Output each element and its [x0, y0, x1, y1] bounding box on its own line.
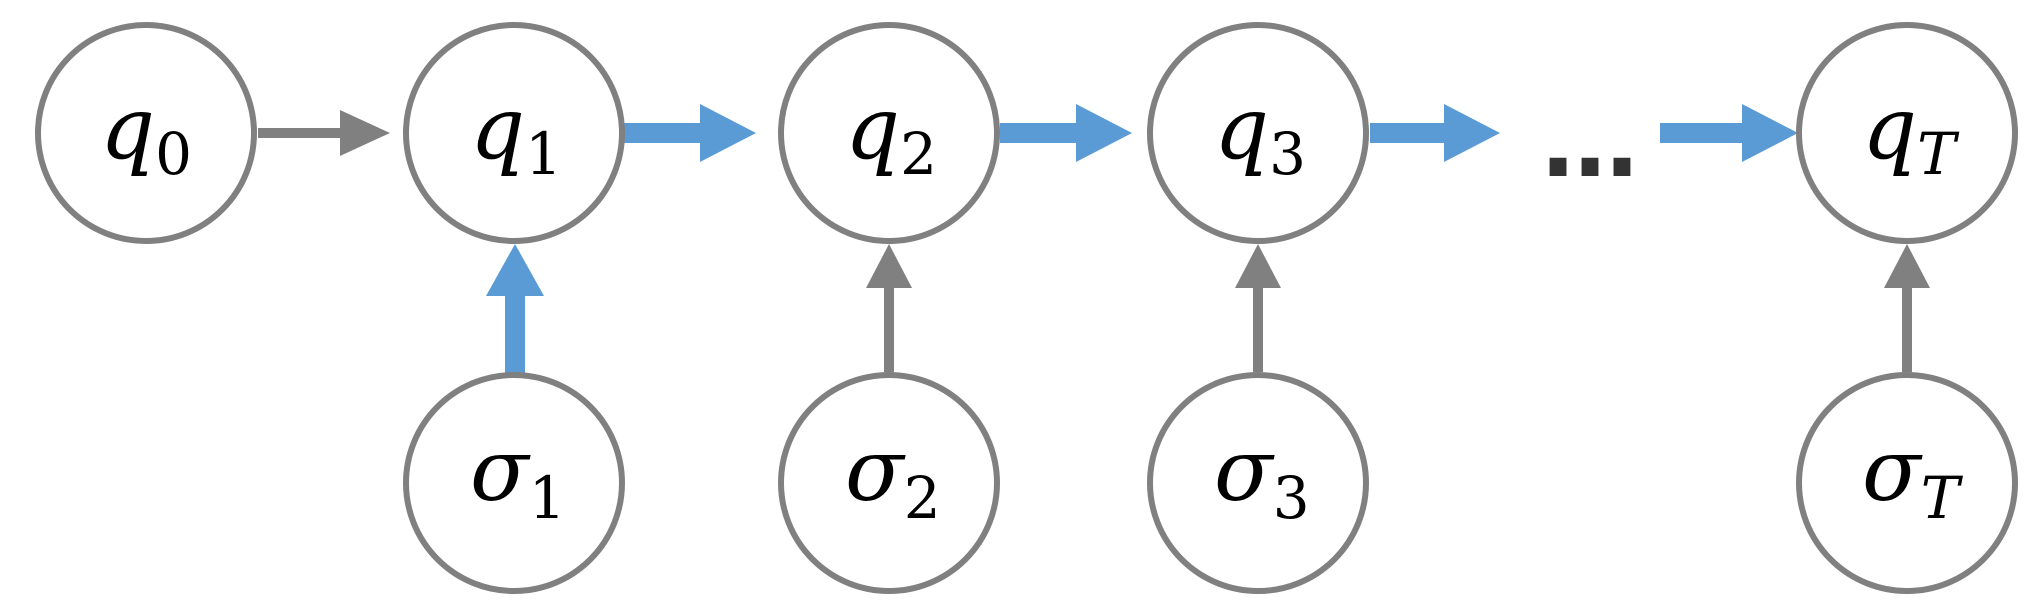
svg-text:σ1: σ1: [470, 421, 566, 532]
svg-text:q1: q1: [470, 79, 562, 188]
node-q1-subscript: 1: [525, 120, 562, 188]
node-q1: q1: [403, 22, 625, 244]
node-qT-symbol: q: [1862, 79, 1917, 179]
edge-s2-q2: [866, 244, 912, 372]
node-sT: σT: [1796, 372, 2018, 594]
edge-sT-qT: [1884, 244, 1930, 372]
node-q3-subscript: 3: [1269, 120, 1306, 188]
node-s1-subscript: 1: [529, 464, 566, 532]
node-qT-subscript: T: [1917, 120, 1960, 188]
node-q3: q3: [1147, 22, 1369, 244]
svg-text:σ2: σ2: [845, 421, 941, 532]
node-sT-subscript: T: [1921, 464, 1964, 532]
node-q0-symbol: q: [100, 79, 155, 179]
edge-q2-q3: [1000, 104, 1132, 162]
node-q3-symbol: q: [1214, 79, 1269, 179]
node-qT: qT: [1796, 22, 2018, 244]
svg-text:q3: q3: [1214, 79, 1306, 188]
node-s1-symbol: σ: [470, 421, 531, 521]
ellipsis: …: [1542, 87, 1638, 199]
node-q2-subscript: 2: [900, 120, 937, 188]
node-q2-symbol: q: [845, 79, 900, 179]
node-s2: σ2: [778, 372, 1000, 594]
edge-q1-q2: [624, 104, 756, 162]
edge-ellipsis-qT: [1660, 104, 1798, 162]
svg-text:qT: qT: [1862, 79, 1960, 188]
edge-q0-q1: [258, 110, 390, 156]
node-sT-symbol: σ: [1862, 421, 1923, 521]
svg-text:q0: q0: [100, 79, 192, 188]
svg-text:σT: σT: [1862, 421, 1964, 532]
edge-s3-q3: [1235, 244, 1281, 372]
svg-text:q2: q2: [845, 79, 937, 188]
svg-text:σ3: σ3: [1214, 421, 1310, 532]
edge-s1-q1: [486, 244, 544, 374]
node-q0: q0: [35, 22, 257, 244]
node-s3: σ3: [1147, 372, 1369, 594]
node-s2-symbol: σ: [845, 421, 906, 521]
node-s2-subscript: 2: [904, 464, 941, 532]
node-s1: σ1: [403, 372, 625, 594]
edge-q3-ellipsis: [1370, 104, 1500, 162]
node-q0-subscript: 0: [155, 120, 192, 188]
node-s3-symbol: σ: [1214, 421, 1275, 521]
node-q2: q2: [778, 22, 1000, 244]
node-q1-symbol: q: [470, 79, 525, 179]
node-s3-subscript: 3: [1273, 464, 1310, 532]
